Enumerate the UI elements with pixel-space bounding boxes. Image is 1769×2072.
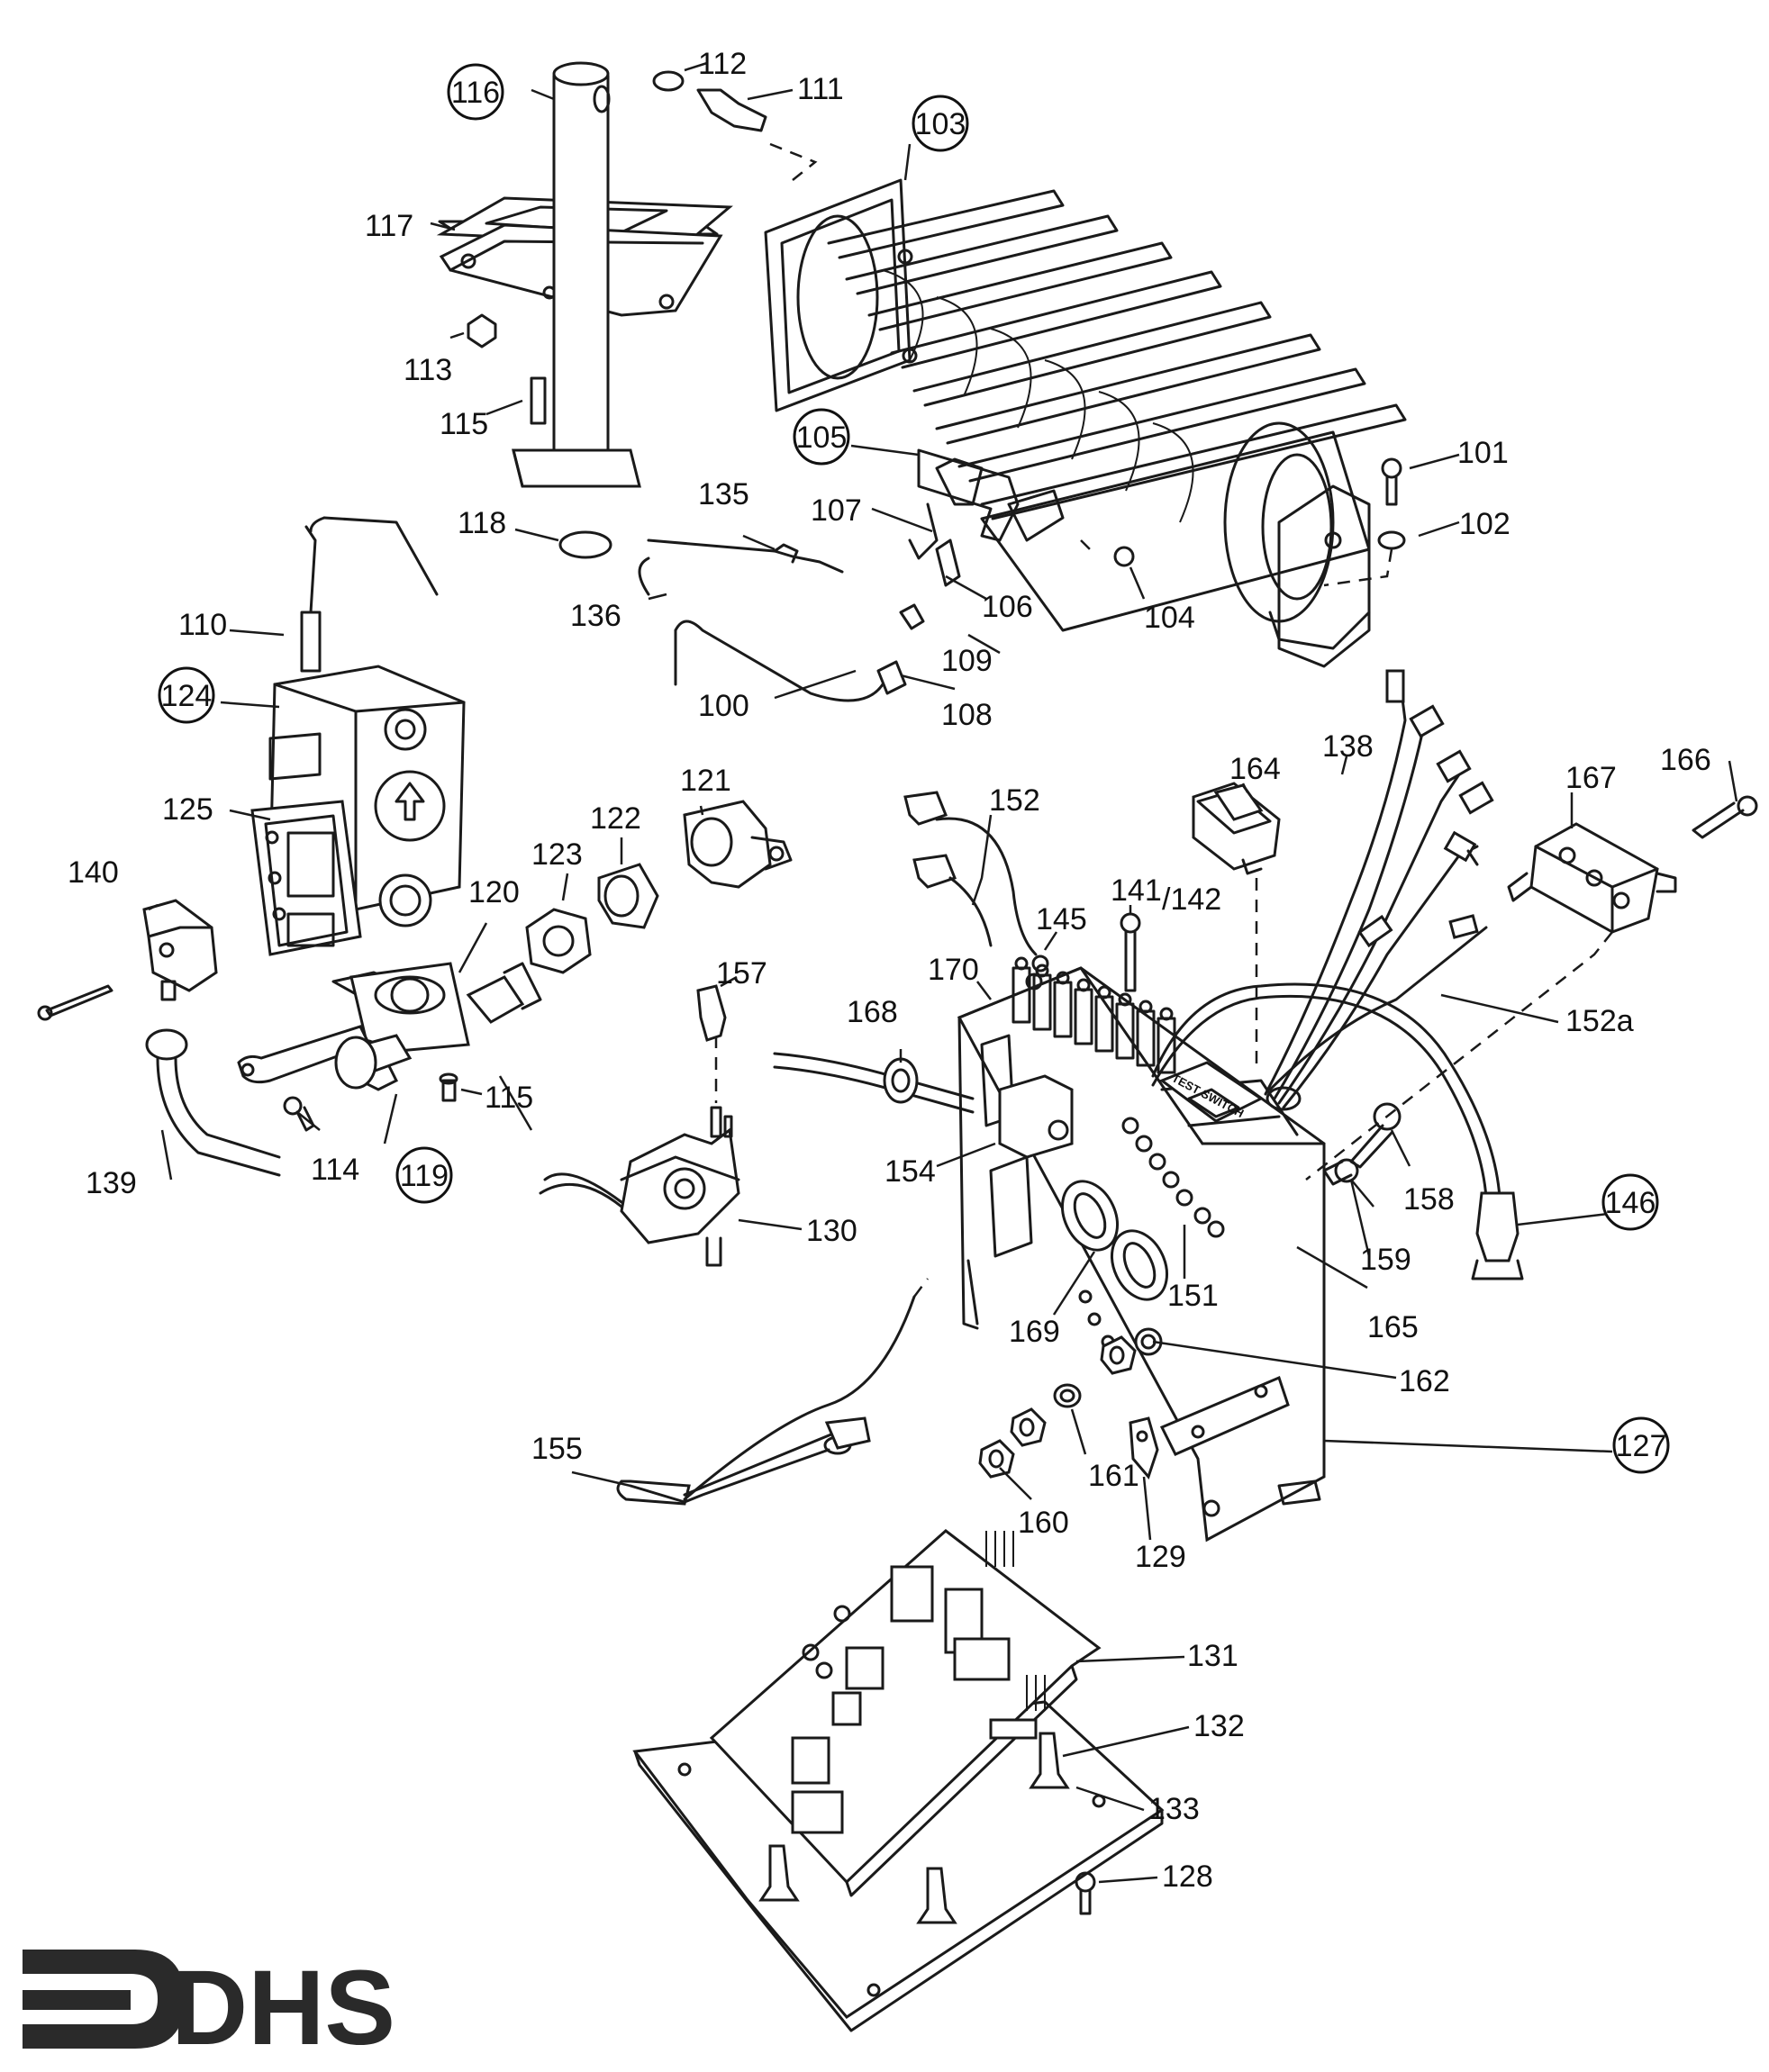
part-label-102: 102 <box>1459 507 1510 541</box>
thermistor-sensor <box>539 984 740 1267</box>
part-label-152a: 152a <box>1565 1004 1634 1038</box>
part-label-108: 108 <box>941 698 993 732</box>
part-label-117: 117 <box>365 209 413 243</box>
logo-text: DHS <box>171 1949 395 2067</box>
part-label-142: /142 <box>1162 882 1221 917</box>
part-label-154: 154 <box>884 1154 936 1189</box>
part-label-132: 132 <box>1193 1709 1245 1743</box>
part-label-145: 145 <box>1036 902 1087 936</box>
leader-lines <box>148 61 1738 1884</box>
valve-screws <box>283 1072 458 1132</box>
part-label-136: 136 <box>570 599 621 633</box>
part-label-151: 151 <box>1167 1279 1219 1313</box>
part-label-164: 164 <box>1229 752 1281 786</box>
part-label-116: 116 <box>451 76 500 110</box>
part-label-161: 161 <box>1088 1459 1139 1493</box>
small-fittings <box>467 70 818 559</box>
part-label-125: 125 <box>162 792 213 827</box>
part-label-133: 133 <box>1148 1792 1200 1826</box>
burner-screws <box>1080 457 1406 587</box>
label-circle-105 <box>793 408 850 466</box>
tray-screw <box>1075 1871 1096 1915</box>
part-label-104: 104 <box>1144 601 1195 635</box>
part-label-119: 119 <box>400 1159 449 1193</box>
label-circle-103 <box>912 95 969 152</box>
part-label-160: 160 <box>1018 1506 1069 1540</box>
part-label-155: 155 <box>531 1432 583 1466</box>
part-label-131: 131 <box>1187 1639 1238 1673</box>
part-label-103: 103 <box>915 107 966 141</box>
part-label-113: 113 <box>404 353 452 387</box>
part-label-120: 120 <box>468 875 520 909</box>
part-label-166: 166 <box>1660 743 1711 777</box>
part-label-167: 167 <box>1565 761 1617 795</box>
part-label-168: 168 <box>847 995 898 1029</box>
part-label-118: 118 <box>458 506 506 540</box>
gas-valve-assembly <box>237 516 542 1091</box>
part-label-157: 157 <box>716 956 767 991</box>
part-label-170: 170 <box>928 953 979 987</box>
part-label-110: 110 <box>178 608 227 642</box>
circled-labels: 116 103 105 124 119 146 127 <box>158 63 1670 1474</box>
part-label-146: 146 <box>1605 1186 1656 1220</box>
sensor-lead <box>616 1278 929 1506</box>
label-circle-119 <box>395 1146 453 1204</box>
label-circle-116 <box>447 63 504 121</box>
label-circle-124 <box>158 666 215 724</box>
rocker-switch <box>1192 782 1281 1072</box>
part-label-106: 106 <box>982 590 1033 624</box>
part-label-115-bottom: 115 <box>485 1081 533 1115</box>
solenoid-connector <box>37 899 281 1177</box>
bracket-screws <box>1322 1102 1402 1186</box>
label-circle-146 <box>1601 1173 1659 1231</box>
part-label-100: 100 <box>698 689 749 723</box>
box-leads <box>773 791 1038 1114</box>
part-label-101: 101 <box>1457 436 1509 470</box>
part-label-135: 135 <box>698 477 749 511</box>
nuts-washers <box>978 1335 1159 1479</box>
terminal-strip <box>1305 795 1758 1181</box>
part-label-159: 159 <box>1360 1243 1411 1277</box>
control-box: TEST SWITCH <box>957 956 1326 1543</box>
pcb-tray-assembly <box>632 1529 1165 2032</box>
part-label-112: 112 <box>698 47 747 81</box>
part-label-111: 111 <box>797 72 844 106</box>
part-label-124: 124 <box>161 679 213 713</box>
wiring-harness <box>1151 669 1524 1280</box>
part-label-152: 152 <box>989 783 1040 818</box>
dhs-logo: DHS <box>23 1949 395 2067</box>
part-label-128: 128 <box>1162 1859 1213 1894</box>
part-label-114: 114 <box>311 1153 359 1187</box>
gas-inlet-fittings <box>525 800 793 974</box>
part-label-121: 121 <box>680 764 731 798</box>
part-label-115-top: 115 <box>440 407 488 441</box>
part-label-138: 138 <box>1322 729 1374 764</box>
part-label-105: 105 <box>796 421 848 455</box>
part-label-162: 162 <box>1399 1364 1450 1398</box>
part-label-165: 165 <box>1367 1310 1419 1344</box>
plain-labels: 112 111 117 113 115 118 101 102 104 107 … <box>68 47 1711 1894</box>
label-circle-127 <box>1612 1416 1670 1474</box>
part-label-139: 139 <box>86 1166 137 1200</box>
part-label-109: 109 <box>941 644 993 678</box>
part-label-140: 140 <box>68 855 119 890</box>
part-label-122: 122 <box>590 801 641 836</box>
burner-assembly <box>764 178 1407 668</box>
part-label-129: 129 <box>1135 1540 1186 1574</box>
part-label-123: 123 <box>531 837 583 872</box>
part-label-158: 158 <box>1403 1182 1455 1217</box>
logo-mark-icon <box>23 1950 185 2049</box>
part-label-130: 130 <box>806 1214 857 1248</box>
part-label-141: 141 <box>1111 873 1162 908</box>
ignition-electrode-assembly <box>638 448 1065 702</box>
part-label-127: 127 <box>1616 1429 1667 1463</box>
part-label-169: 169 <box>1009 1315 1060 1349</box>
flue-pipe-assembly <box>436 61 733 488</box>
part-label-107: 107 <box>811 493 862 528</box>
